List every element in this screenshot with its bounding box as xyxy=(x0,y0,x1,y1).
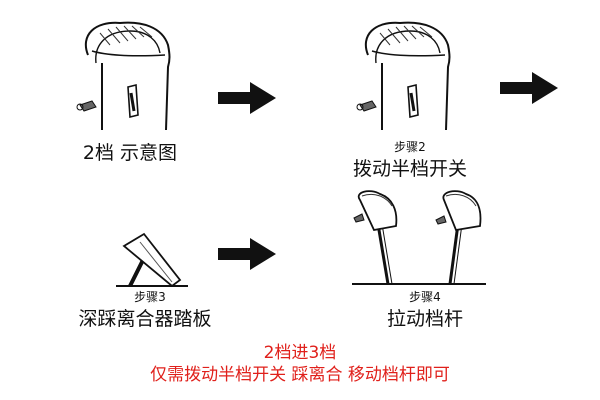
panel-4-step: 步骤4 xyxy=(409,290,441,304)
panel-3-step: 步骤3 xyxy=(134,290,166,304)
gear-lever-move-illustration xyxy=(340,190,490,290)
panel-3-caption: 深踩离合器踏板 xyxy=(78,308,212,330)
right-arrow-icon xyxy=(218,82,276,114)
panel-2-caption: 拨动半档开关 xyxy=(352,158,467,180)
panel-4-caption: 拉动档杆 xyxy=(386,308,463,330)
panel-2-step: 步骤2 xyxy=(394,140,426,154)
footer-title: 2档进3档 xyxy=(263,343,337,363)
clutch-pedal-illustration xyxy=(110,230,190,290)
gear-lever-illustration-switch xyxy=(350,15,470,135)
gear-lever-illustration-2nd xyxy=(70,15,190,135)
right-arrow-icon xyxy=(218,238,276,270)
right-arrow-icon xyxy=(500,72,558,104)
footer-subtitle: 仅需拨动半档开关 踩离合 移动档杆即可 xyxy=(150,365,450,385)
panel-1-caption: 2档 示意图 xyxy=(82,142,178,164)
